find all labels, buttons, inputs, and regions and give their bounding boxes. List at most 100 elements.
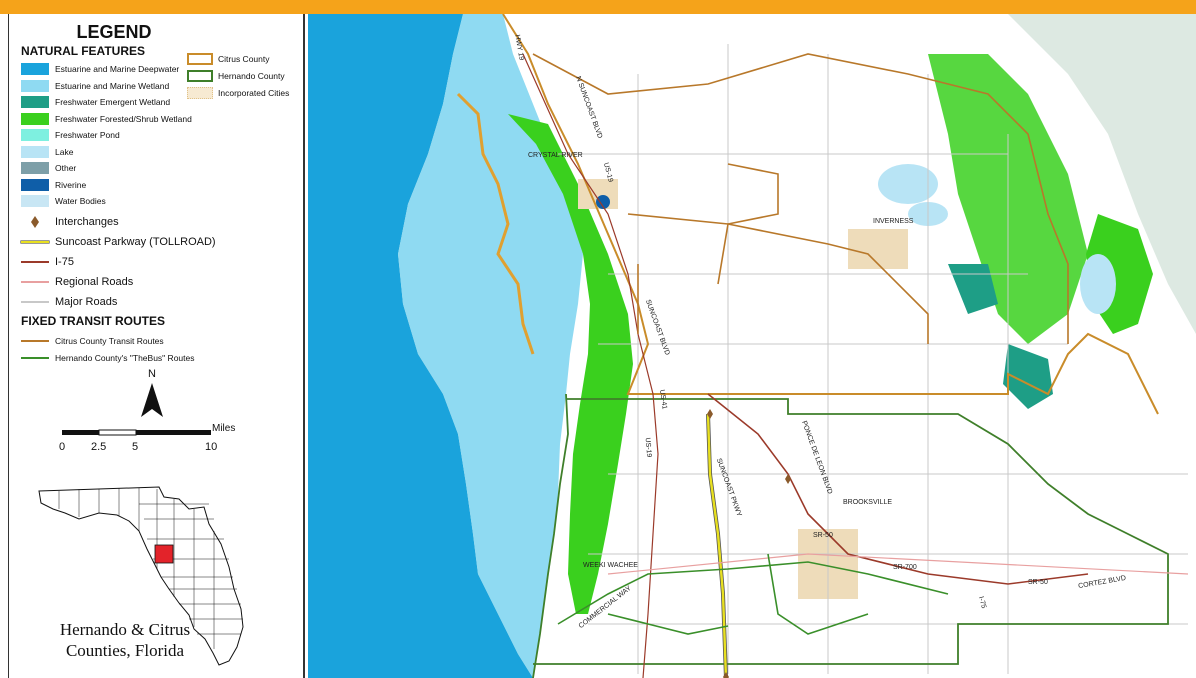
legend-feature-item: Riverine: [21, 178, 86, 192]
legend-feature-swatch: [21, 112, 49, 125]
legend-feature-item: Estuarine and Marine Deepwater: [21, 62, 179, 76]
legend-boundary-label: Incorporated Cities: [218, 88, 290, 98]
suncoast-pkwy: [706, 413, 728, 678]
legend-transit-item: Hernando County's "TheBus" Routes: [21, 351, 194, 365]
label-sr700: SR-700: [893, 564, 917, 571]
legend-transit-swatch: [21, 357, 49, 359]
interchange-diamond-icon: [31, 216, 39, 228]
legend-road-label: Major Roads: [55, 296, 118, 308]
lake-east: [1080, 254, 1116, 314]
legend-feature-item: Freshwater Emergent Wetland: [21, 95, 170, 109]
legend-feature-label: Other: [55, 163, 77, 173]
scale-tick-0: 0: [59, 441, 66, 453]
interchanges-label: Interchanges: [55, 216, 119, 228]
legend-boundary-item: Incorporated Cities: [187, 86, 289, 100]
north-arrow-icon: N: [141, 368, 163, 417]
legend-feature-item: Water Bodies: [21, 194, 106, 208]
label-crystal-river: CRYSTAL RIVER: [528, 152, 583, 159]
legend-feature-swatch: [21, 96, 49, 108]
florida-inset-map: [38, 486, 244, 666]
legend-feature-label: Lake: [55, 146, 74, 157]
legend-road-label: Suncoast Parkway (TOLLROAD): [55, 236, 216, 248]
legend-boundary-swatch: [187, 87, 213, 99]
hernando-citrus-highlight: [154, 544, 174, 564]
legend-road-label: I-75: [55, 256, 74, 268]
natural-features-heading: NATURAL FEATURES: [21, 44, 145, 58]
top-banner: [0, 0, 1196, 14]
legend-panel: LEGEND NATURAL FEATURES Estuarine and Ma…: [8, 14, 305, 678]
legend-road-label: Regional Roads: [55, 276, 134, 288]
scale-tick-5: 5: [132, 441, 139, 453]
legend-feature-swatch: [21, 178, 49, 191]
legend-feature-label: Estuarine and Marine Wetland: [55, 80, 170, 91]
sr50-road: [607, 553, 1189, 575]
legend-transit-label: Citrus County Transit Routes: [55, 336, 164, 346]
forested-wetland-coast: [508, 114, 633, 614]
legend-title: LEGEND: [76, 22, 152, 42]
legend-feature-label: Water Bodies: [55, 196, 106, 206]
legend-feature-item: Freshwater Forested/Shrub Wetland: [21, 112, 192, 126]
legend-boundary-label: Citrus County: [218, 54, 270, 64]
legend-road-item: Regional Roads: [21, 275, 133, 289]
legend-road-swatch: [21, 241, 49, 243]
legend-road-swatch: [21, 281, 49, 283]
legend-feature-swatch: [21, 162, 49, 174]
label-weeki-wachee: WEEKI WACHEE: [583, 562, 638, 569]
riverine-crystal: [596, 195, 610, 209]
legend-transit-label: Hernando County's "TheBus" Routes: [55, 353, 195, 363]
hernando-transit-routes: [557, 553, 949, 635]
label-sr50-b: SR-50: [1028, 579, 1048, 586]
gulf-deepwater: [308, 14, 533, 678]
label-inverness: INVERNESS: [873, 218, 914, 225]
legend-boundary-label: Hernando County: [218, 71, 285, 81]
map-svg: [308, 14, 1196, 678]
lake-tsala-apopka: [878, 164, 938, 204]
citrus-transit-routes: [532, 53, 1069, 344]
scale-unit: Miles: [212, 423, 236, 434]
legend-feature-item: Freshwater Pond: [21, 128, 120, 142]
legend-feature-swatch: [21, 195, 49, 207]
north-label: N: [148, 368, 156, 380]
fixed-transit-heading: FIXED TRANSIT ROUTES: [21, 314, 166, 328]
legend-interchanges: Interchanges: [21, 215, 119, 229]
legend-feature-label: Freshwater Pond: [55, 130, 120, 140]
legend-boundary-swatch: [187, 70, 213, 82]
i75-road: [707, 393, 1089, 585]
legend-feature-label: Freshwater Forested/Shrub Wetland: [55, 113, 192, 124]
legend-feature-swatch: [21, 63, 49, 75]
map-canvas[interactable]: CRYSTAL RIVER INVERNESS BROOKSVILLE WEEK…: [308, 14, 1196, 678]
emergent-wetland-2: [948, 264, 998, 314]
legend-feature-label: Freshwater Emergent Wetland: [55, 97, 171, 107]
legend-road-item: Major Roads: [21, 295, 117, 309]
legend-feature-swatch: [21, 129, 49, 141]
legend-feature-label: Estuarine and Marine Deepwater: [55, 64, 180, 74]
legend-road-swatch: [21, 261, 49, 263]
legend-feature-swatch: [21, 79, 49, 92]
legend-transit-item: Citrus County Transit Routes: [21, 334, 164, 348]
interchanges: [707, 409, 791, 678]
legend-feature-item: Estuarine and Marine Wetland: [21, 79, 169, 93]
citrus-county-boundary: [502, 14, 1159, 415]
legend-feature-label: Riverine: [55, 179, 87, 190]
hernando-county-boundary: [532, 393, 1169, 678]
emergent-wetland-1: [1003, 344, 1053, 409]
scale-tick-2-5: 2.5: [91, 441, 107, 453]
label-sr50-a: SR-50: [813, 532, 833, 539]
marine-wetland: [398, 14, 583, 678]
legend-transit-swatch: [21, 340, 49, 342]
legend-feature-item: Lake: [21, 145, 73, 159]
caption-line-1: Hernando & Citrus: [59, 620, 191, 639]
legend-boundary-swatch: [187, 53, 213, 65]
caption-line-2: Counties, Florida: [65, 641, 185, 660]
coastal-islands: [456, 92, 535, 355]
city-inverness: [848, 229, 908, 269]
legend-boundary-item: Hernando County: [187, 69, 285, 83]
legend-boundary-item: Citrus County: [187, 52, 270, 66]
legend-road-item: Suncoast Parkway (TOLLROAD): [21, 235, 216, 249]
scale-bar: [62, 429, 211, 436]
legend-feature-item: Other: [21, 161, 76, 175]
legend-feature-swatch: [21, 145, 49, 158]
legend-road-item: I-75: [21, 255, 74, 269]
legend-road-swatch: [21, 301, 49, 303]
scale-tick-10: 10: [205, 441, 218, 453]
